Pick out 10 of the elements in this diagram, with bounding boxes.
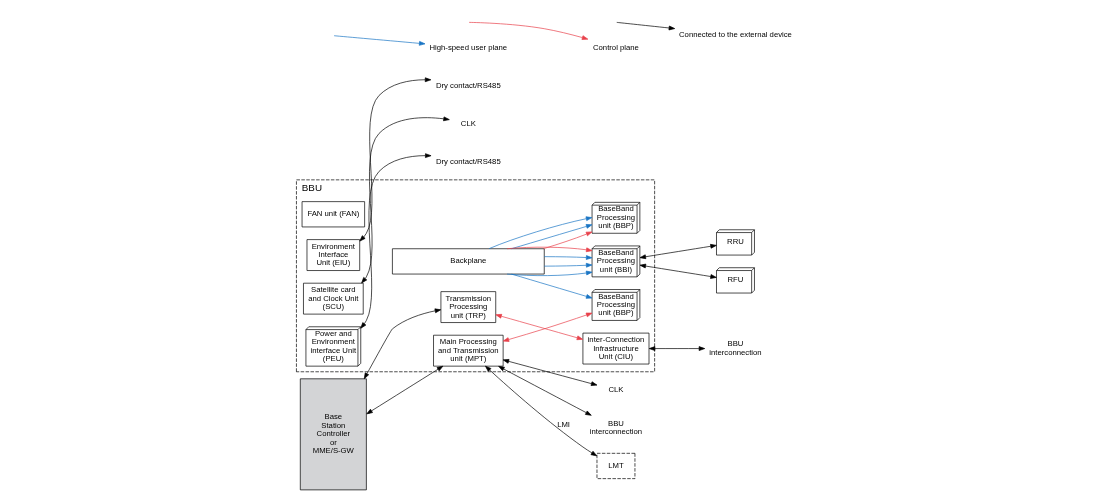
node-text: CLK [608, 385, 624, 395]
node-text: BBU interconnection [589, 418, 643, 437]
node-text: BBU interconnection [709, 339, 762, 357]
legend-label: Control plane [593, 42, 639, 52]
edge-label: LMI [557, 420, 571, 430]
legend-label: High-speed user plane [429, 42, 508, 52]
node-text: Dry contact/RS485 [435, 156, 501, 166]
node-text: Dry contact/RS485 [435, 80, 501, 90]
node-text: CLK [460, 118, 476, 128]
legend-label: Connected to the external device [679, 29, 792, 39]
